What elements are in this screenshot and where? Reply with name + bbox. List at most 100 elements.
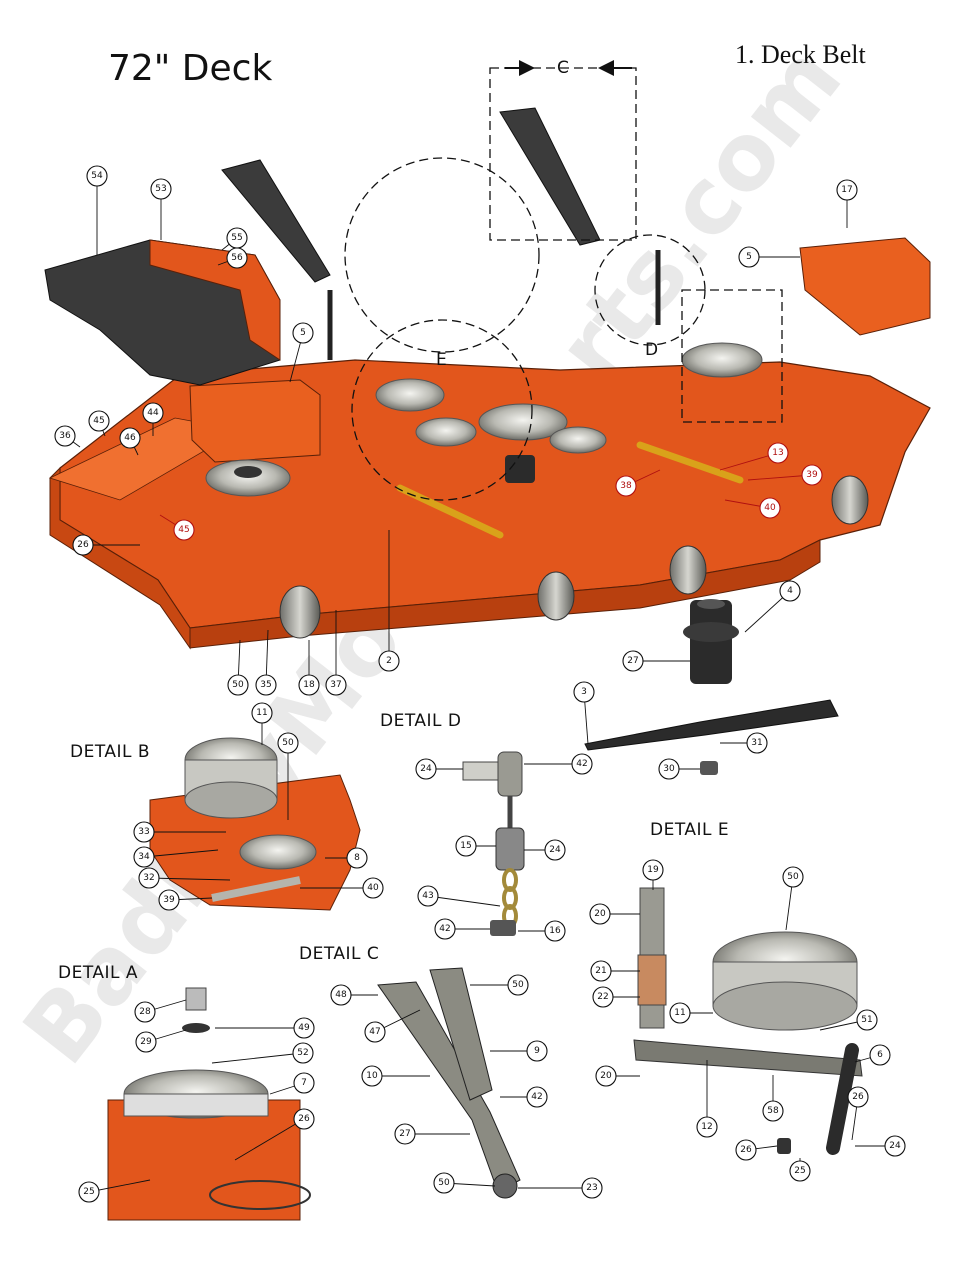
callout-circle [88,410,110,432]
callout-circle [590,960,612,982]
callout-35: 35 [255,629,277,696]
callout-circle [507,974,529,996]
callout-number: 10 [366,1071,378,1081]
callout-9: 9 [490,1040,548,1062]
callout-circle [226,247,248,269]
detail-e-nut [777,1138,791,1154]
callout-22: 22 [592,986,640,1008]
wheel-3 [669,545,707,595]
callout-42: 42 [500,1086,548,1108]
callout-44: 44 [142,402,164,436]
detail-a-bolt [185,987,207,1011]
callout-circle [544,839,566,861]
callout-circle [293,1072,315,1094]
callout-10: 10 [361,1065,430,1087]
anti-scalp-wheels [279,475,869,639]
callout-number: 5 [746,252,752,262]
callout-circle [142,402,164,424]
detail-b-art [149,737,361,911]
callout-11: 11 [251,702,273,745]
callout-circle [417,885,439,907]
callout-number: 25 [794,1166,805,1176]
callout-number: 36 [59,431,71,441]
callout-number: 45 [93,416,104,426]
callout-number: 32 [143,873,154,883]
callout-number: 15 [460,841,471,851]
callout-number: 7 [301,1078,307,1088]
detail-b-idler [239,834,317,870]
callout-circle [158,889,180,911]
callout-12: 12 [696,1060,718,1138]
callout-circle [433,1172,455,1194]
detail-e-arm [633,1039,863,1077]
callout-number: 50 [282,738,294,748]
callout-number: 38 [620,481,632,491]
callout-55: 55 [221,227,248,251]
callout-47: 47 [364,1009,421,1043]
callout-circle [759,497,781,519]
callout-13: 13 [719,442,789,471]
callout-number: 21 [595,966,606,976]
wheel-2 [537,571,575,621]
callout-circle [592,986,614,1008]
callout-25: 25 [789,1158,811,1182]
spindle-flange [683,622,739,642]
spindle-pulley-right [681,342,763,378]
callout-27: 27 [394,1123,470,1145]
callout-circle [869,1044,891,1066]
callout-26: 26 [847,1086,869,1141]
callout-number: 42 [576,759,587,769]
callout-42: 42 [524,753,593,775]
callout-number: 16 [549,926,561,936]
callout-30: 30 [658,758,700,780]
callout-circle [746,732,768,754]
callout-circle [847,1086,869,1108]
callout-29: 29 [135,1029,187,1053]
detail-a-washer [182,1023,210,1033]
detail-outlines [344,67,783,501]
detail-a-pulley-rim [123,1093,269,1117]
callout-number: 2 [386,656,392,666]
callout-24: 24 [855,1135,906,1157]
callout-circle [292,322,314,344]
callout-number: 37 [330,680,341,690]
callout-number: 11 [674,1008,685,1018]
callout-circle [346,847,368,869]
callout-40: 40 [724,497,781,519]
callout-number: 46 [124,433,136,443]
spindle-pulley-center [478,403,568,441]
callout-25: 25 [78,1179,151,1203]
callout-number: 43 [422,891,433,901]
detail-d-nut [490,920,516,936]
callout-number: 4 [787,586,793,596]
callout-circle [364,1021,386,1043]
detail-d-swivel [495,827,525,871]
callout-number: 50 [512,980,524,990]
callout-circle [669,1002,691,1024]
callout-circle [378,650,400,672]
callout-circle [362,877,384,899]
callout-leader [234,1118,305,1161]
callout-circle [595,1065,617,1087]
spindle-hub-left [234,466,262,478]
callout-50: 50 [433,1172,496,1194]
belt-cover-left [189,379,321,463]
callout-17: 17 [836,179,858,228]
callout-circle [622,650,644,672]
detail-b-label: DETAIL B [70,742,151,762]
callout-circle [133,846,155,868]
callout-5: 5 [289,322,314,383]
callout-circle [119,427,141,449]
bumper-bracket [149,239,281,361]
callout-53: 53 [150,178,172,240]
callout-11: 11 [669,1002,713,1024]
callout-circle [801,464,823,486]
callout-number: 52 [297,1048,308,1058]
callout-23: 23 [518,1177,603,1199]
callout-circle [856,1009,878,1031]
callout-45: 45 [159,514,195,541]
callout-49: 49 [215,1017,315,1039]
callout-number: 22 [597,992,608,1002]
callout-circle [696,1116,718,1138]
